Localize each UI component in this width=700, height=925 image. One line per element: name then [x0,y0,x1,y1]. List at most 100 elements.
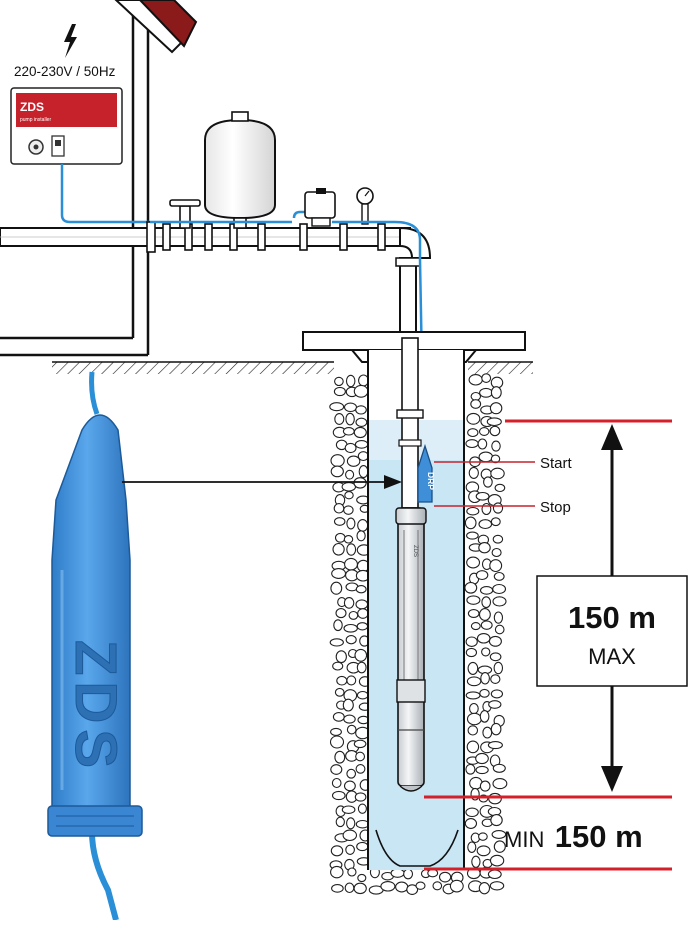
gravel-stone [395,881,409,893]
gravel-stone [471,855,481,868]
gravel-stone [354,440,369,449]
gravel-stone [344,442,357,454]
gravel-stone [490,386,502,399]
gravel-stone [343,714,356,724]
gravel-stone [355,599,369,610]
gravel-stone [490,454,501,464]
gravel-stone [494,483,506,493]
control-box-brand: ZDS [20,100,44,114]
float-switch-cable [150,220,427,445]
gravel-stone [492,534,504,544]
gravel-stone [333,386,346,397]
gravel-stone [331,777,342,789]
gravel-stone [478,519,493,530]
gravel-stone [478,451,494,463]
gravel-stone [466,506,480,516]
gravel-stone [487,806,502,817]
gravel-stone [489,402,503,415]
gravel-stone [475,491,490,501]
pipe-fittings [146,221,386,253]
gravel-stone [466,676,482,687]
gravel-stone [356,661,367,674]
gravel-stone [332,542,345,556]
gravel-stone [470,622,481,631]
gravel-stone [481,502,492,516]
gravel-stone [333,619,343,632]
gravel-stone [492,763,506,773]
gravel-stone [493,661,504,675]
well-gravel-right [464,373,508,895]
min-depth-value: 150 m [555,819,643,854]
gravel-stone [329,735,345,749]
float-switch-small: DRP [417,443,436,503]
gravel-stone [475,570,489,581]
gravel-stone [478,427,490,436]
min-depth-label: MIN 150 m [504,819,643,854]
gravel-stone [427,868,439,878]
gravel-stone [475,765,489,775]
gravel-stone [493,840,506,853]
gravel-stone [358,374,369,387]
gravel-stone [438,871,452,883]
gravel-stone [465,807,479,818]
gravel-stone [479,586,494,595]
gravel-stone [488,792,502,805]
float-switch-detail-cable-top [89,371,100,415]
gravel-stone [489,425,501,437]
gravel-stone [334,376,344,387]
gravel-stone [491,830,507,839]
gravel-stone [487,869,502,880]
gravel-stone [466,412,481,425]
submersible-pump: ZDS [395,507,427,792]
gravel-stone [380,881,396,892]
gravel-stone [355,764,366,774]
gravel-stone [335,650,347,664]
gravel-stone [481,596,492,609]
gravel-stone [333,517,346,526]
gravel-stone [490,674,501,684]
gravel-stone [345,469,355,480]
gravel-stone [479,780,491,792]
control-box-subtitle: pump installer [20,117,51,123]
gravel-stone [346,675,357,686]
gravel-stone [345,635,357,645]
gravel-stone [475,752,489,765]
roof-icon [114,0,198,54]
gravel-stone [353,426,367,439]
min-depth-prefix: MIN [504,827,544,852]
gravel-stone [353,384,369,398]
max-depth-box: 150 m MAX [536,575,688,687]
gravel-stone [403,868,414,880]
gravel-stone [478,608,491,621]
gravel-stone [357,803,367,814]
gravel-stone [334,532,346,543]
gravel-stone [334,687,345,697]
gravel-stone [478,832,488,841]
max-depth-label: MAX [588,644,636,669]
gravel-stone [492,502,504,514]
gravel-stone [493,571,505,581]
lightning-icon [64,24,77,58]
gravel-stone [492,596,507,607]
gravel-stone [466,712,482,726]
gravel-stone [355,405,367,415]
gravel-stone [345,374,356,388]
gravel-stone [357,519,369,532]
gravel-stone [480,620,493,630]
max-depth-value: 150 m [568,600,656,635]
gravel-stone [355,417,368,427]
gravel-stone [343,597,355,609]
gravel-stone [330,581,343,595]
gravel-stone [465,439,479,449]
gravel-stone [334,413,345,425]
gravel-stone [465,763,476,775]
gravel-stone [479,387,493,398]
gravel-stone [465,691,481,700]
gravel-stone [346,543,357,556]
gravel-stone [476,633,491,644]
gravel-stone [494,624,505,635]
gravel-stone [477,438,488,450]
gravel-stone [346,724,357,735]
gravel-stone [343,402,358,413]
gravel-stone [355,751,366,762]
